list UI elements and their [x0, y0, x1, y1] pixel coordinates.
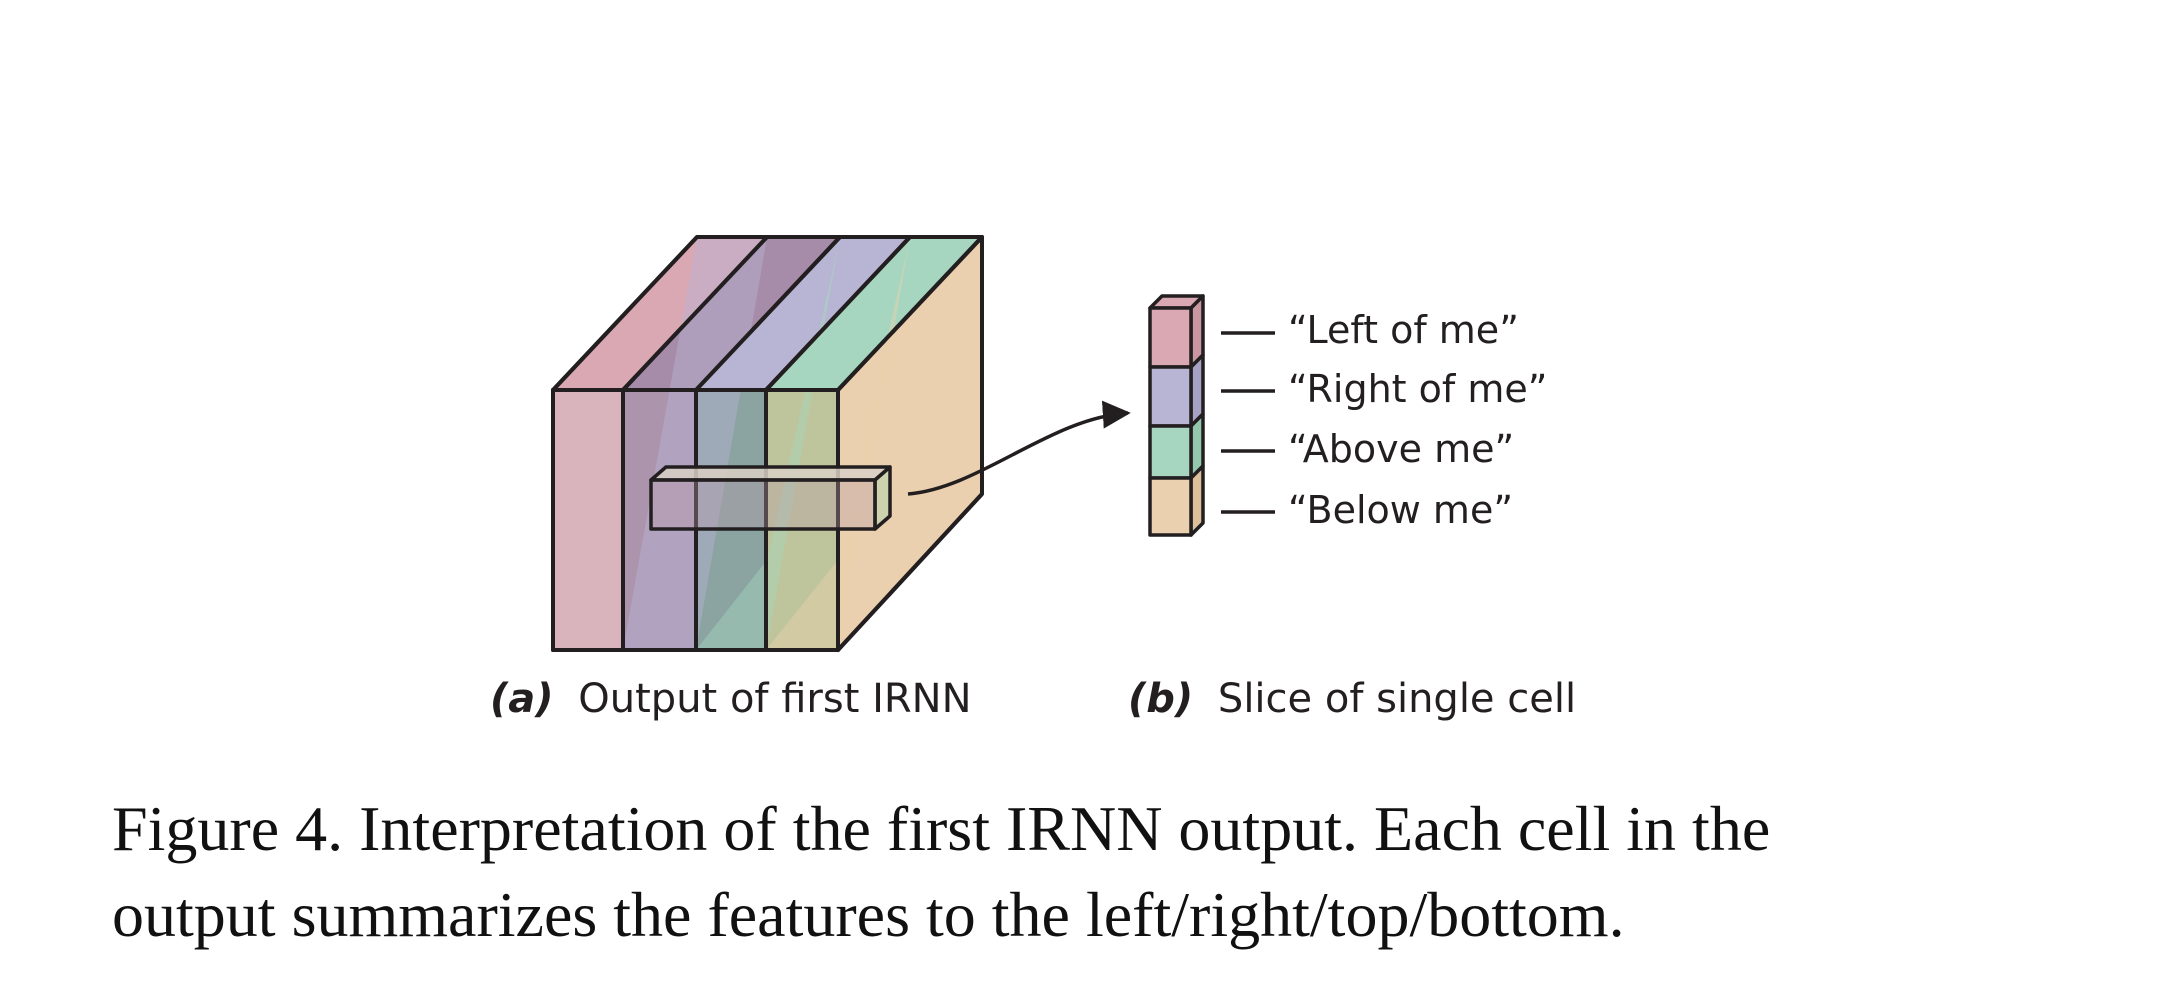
slice-above-me [1148, 424, 1193, 480]
figure-caption: Figure 4. Interpretation of the first IR… [112, 786, 2012, 958]
panel-b-caption: (b) Slice of single cell [1128, 676, 1576, 722]
slice-below-me [1148, 476, 1193, 537]
figure-caption-line-1: Figure 4. Interpretation of the first IR… [112, 793, 1771, 864]
panel-a-caption: (a) Output of first IRNN [490, 676, 972, 722]
figure-caption-line-2: output summarizes the features to the le… [112, 879, 1625, 950]
label-above-me: “Above me” [1288, 427, 1514, 471]
panel-a-text: Output of first IRNN [578, 676, 971, 722]
cell-to-slice-arrow [907, 400, 1131, 496]
slice-right-of-me [1148, 365, 1193, 428]
irnn-output-block [551, 235, 984, 652]
label-right-of-me: “Right of me” [1288, 367, 1547, 411]
slice-left-of-me [1148, 306, 1193, 369]
panel-b-tag: (b) [1128, 676, 1193, 722]
panel-b-text: Slice of single cell [1218, 676, 1576, 722]
slice-label-leaders [1221, 331, 1275, 514]
slice-side-below [1189, 464, 1205, 537]
panel-a-tag: (a) [490, 676, 554, 722]
label-below-me: “Below me” [1288, 488, 1513, 532]
label-left-of-me: “Left of me” [1288, 308, 1519, 352]
slab-left-front [551, 388, 625, 652]
selected-cell-bar [649, 465, 892, 531]
cell-slice-stack [1148, 294, 1205, 537]
